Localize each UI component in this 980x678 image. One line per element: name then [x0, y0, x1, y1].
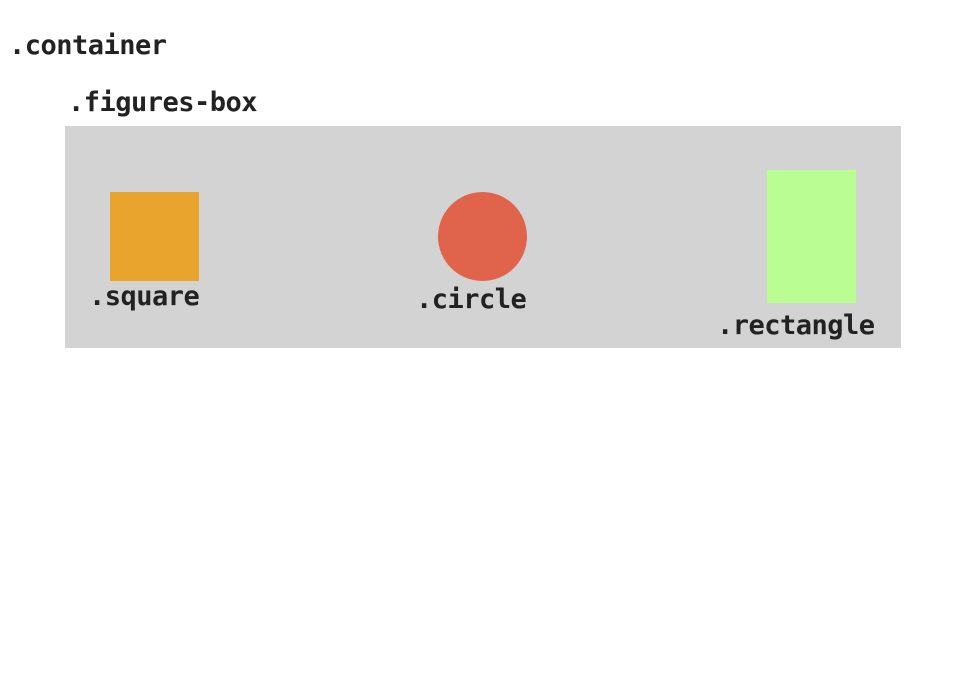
figures-box: .square .circle .rectangle: [65, 126, 901, 348]
rectangle-shape: [767, 170, 856, 303]
square-label: .square: [89, 281, 200, 312]
square-shape: [110, 192, 199, 281]
figures-box-label: .figures-box: [68, 87, 258, 118]
container-label: .container: [9, 30, 167, 61]
rectangle-label: .rectangle: [717, 310, 875, 341]
circle-shape: [438, 192, 527, 281]
circle-label: .circle: [416, 284, 527, 315]
